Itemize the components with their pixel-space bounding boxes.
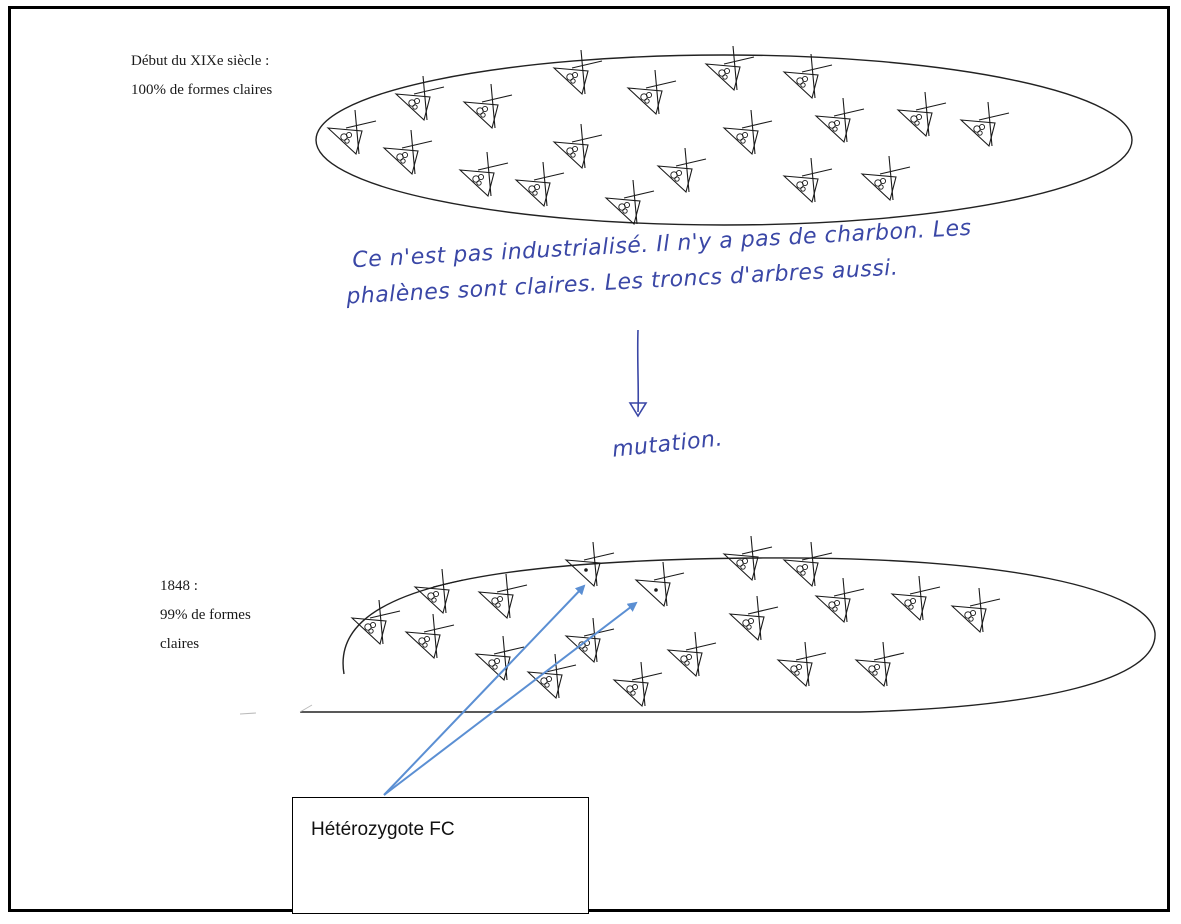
moth-light-icon: [474, 635, 525, 682]
moth-light-icon: [728, 595, 779, 642]
scan-smudge: [239, 704, 313, 715]
moth-light-icon: [704, 45, 755, 92]
moth-heterozygote-icon: [634, 561, 685, 608]
moth-light-icon: [722, 109, 773, 156]
moth-light-icon: [950, 587, 1001, 634]
moth-light-icon: [382, 129, 433, 176]
moth-light-icon: [776, 641, 827, 688]
moth-light-icon: [626, 69, 677, 116]
moth-light-icon: [656, 147, 707, 194]
moth-light-icon: [860, 155, 911, 202]
moth-light-icon: [413, 568, 464, 615]
bottom-caption-line2: 99% de formes: [160, 607, 251, 623]
pointer-arrow-to-heterozygote-1: [383, 584, 586, 796]
pointer-arrow-to-heterozygote-2: [383, 601, 638, 796]
top-caption: Début du XIXe siècle : 100% de formes cl…: [131, 47, 272, 105]
moth-light-icon: [612, 661, 663, 708]
moth-light-icon: [326, 109, 377, 156]
bottom-caption: 1848 : 99% de formes claires: [160, 572, 251, 659]
top-caption-line2: 100% de formes claires: [131, 82, 273, 98]
moth-light-icon: [814, 577, 865, 624]
moth-light-icon: [782, 53, 833, 100]
moth-light-icon: [350, 599, 401, 646]
moth-light-icon: [854, 641, 905, 688]
moth-light-icon: [514, 161, 565, 208]
moth-group-early-19th-century: [326, 45, 1010, 226]
moth-light-icon: [814, 97, 865, 144]
population-ellipse-1848: [300, 557, 1156, 713]
moth-light-icon: [526, 653, 577, 700]
moth-light-icon: [552, 49, 603, 96]
heterozygote-callout-label: Hétérozygote FC: [311, 819, 455, 840]
moth-light-icon: [394, 75, 445, 122]
moth-light-icon: [477, 573, 528, 620]
moth-light-icon: [404, 613, 455, 660]
moth-light-icon: [666, 631, 717, 678]
moth-light-icon: [782, 541, 833, 588]
moth-heterozygote-icon: [564, 541, 615, 588]
page-frame: [8, 6, 1170, 912]
bottom-caption-line3: claires: [160, 636, 200, 652]
top-caption-line1: Début du XIXe siècle :: [131, 53, 270, 69]
mutation-arrow-shaft: [636, 329, 640, 413]
moth-light-icon: [890, 575, 941, 622]
heterozygote-callout-box: Hétérozygote FC: [292, 797, 589, 914]
mutation-arrow-head: [628, 402, 648, 418]
moth-light-icon: [462, 83, 513, 130]
moth-light-icon: [782, 157, 833, 204]
moth-light-icon: [604, 179, 655, 226]
moth-light-icon: [552, 123, 603, 170]
moth-light-icon: [959, 101, 1010, 148]
moth-light-icon: [458, 151, 509, 198]
population-ellipse-early-19th-century: [315, 54, 1133, 226]
bottom-caption-line1: 1848 :: [160, 578, 198, 594]
moth-light-icon: [722, 535, 773, 582]
moth-light-icon: [896, 91, 947, 138]
